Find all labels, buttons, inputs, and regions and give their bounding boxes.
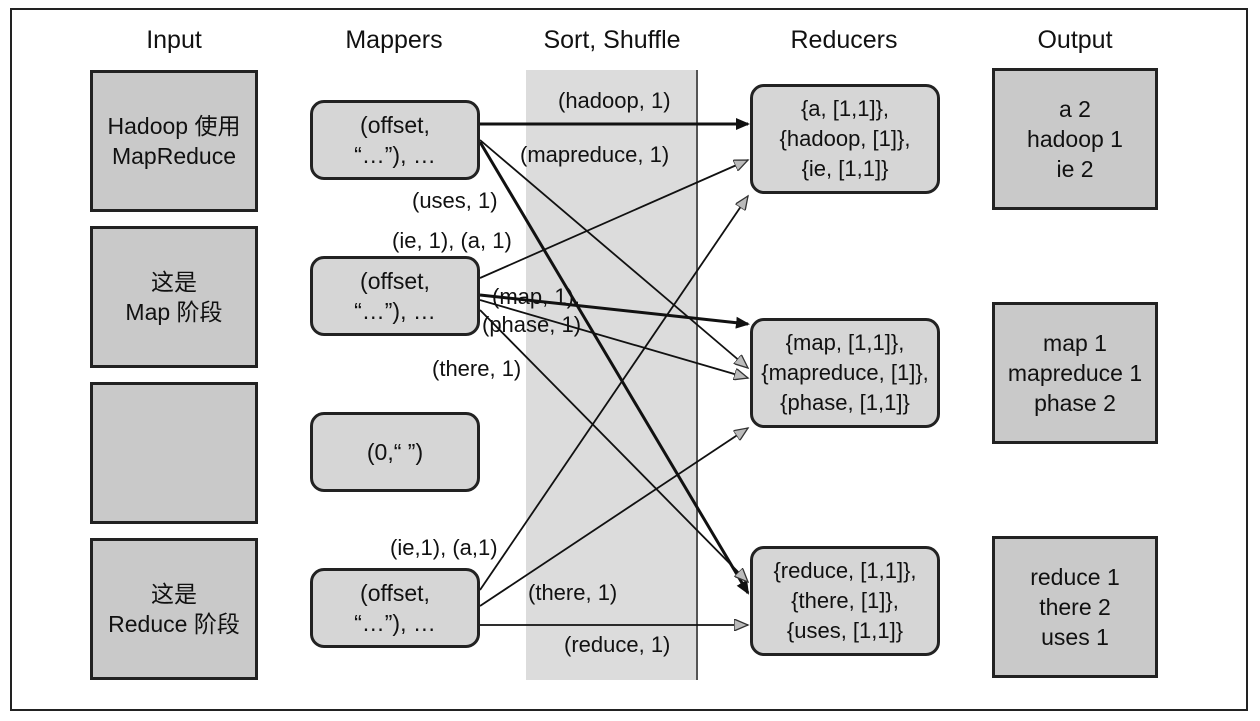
reducer-1-line-1: {a, [1,1]}, [800, 96, 890, 121]
header-output: Output [1037, 26, 1113, 54]
mapper-4-line-1: (offset, [360, 580, 430, 606]
edge-uses [478, 141, 750, 595]
mapper-1-line-1: (offset, [360, 112, 430, 138]
header-mappers: Mappers [345, 26, 443, 54]
edge-map-phase [479, 293, 750, 329]
reducer-1-line-3: {ie, [1,1]} [801, 156, 889, 181]
input-box-3 [90, 382, 258, 524]
output-2-line-3: phase 2 [1034, 390, 1116, 416]
mapper-2-line-2: “…”), … [354, 298, 436, 324]
header-reducers: Reducers [790, 26, 898, 54]
reducer-2-line-1: {map, [1,1]}, [785, 330, 905, 355]
output-3-line-2: there 2 [1039, 594, 1111, 620]
edge-mapreduce [479, 139, 748, 368]
mapper-box-1: (offset, “…”), … [310, 100, 480, 180]
header-shuffle: Sort, Shuffle [543, 26, 681, 54]
sort-shuffle-band [526, 70, 698, 680]
output-box-2: map 1 mapreduce 1 phase 2 [992, 302, 1158, 444]
reducer-3-line-3: {uses, [1,1]} [786, 618, 904, 643]
output-2-line-2: mapreduce 1 [1007, 360, 1143, 386]
input-1-line-1: Hadoop 使用 [107, 113, 241, 139]
input-2-line-1: 这是 [151, 269, 197, 295]
label-phase: (phase, 1) [482, 312, 582, 337]
edge-ie-a-2 [479, 196, 748, 591]
mapper-2-line-1: (offset, [360, 268, 430, 294]
reducer-3-line-2: {there, [1]}, [791, 588, 899, 613]
output-box-3: reduce 1 there 2 uses 1 [992, 536, 1158, 678]
output-3-line-1: reduce 1 [1030, 564, 1120, 590]
input-box-4: 这是 Reduce 阶段 [90, 538, 258, 680]
input-box-1: Hadoop 使用 MapReduce [90, 70, 258, 212]
input-4-line-1: 这是 [151, 581, 197, 607]
reducer-box-3: {reduce, [1,1]}, {there, [1]}, {uses, [1… [750, 546, 940, 656]
edge-there-2 [479, 428, 748, 607]
reducer-2-line-3: {phase, [1,1]} [780, 390, 910, 415]
reducer-3-line-1: {reduce, [1,1]}, [773, 558, 917, 583]
output-2-line-1: map 1 [1043, 330, 1107, 356]
edge-there-1 [479, 309, 748, 582]
output-3-line-3: uses 1 [1041, 624, 1109, 650]
label-reduce: (reduce, 1) [564, 632, 671, 657]
edge-map-phase-2 [479, 299, 748, 378]
edge-ie-a-1 [479, 159, 748, 279]
label-ie-a-1: (ie, 1), (a, 1) [392, 228, 512, 253]
input-box-2: 这是 Map 阶段 [90, 226, 258, 368]
reducer-box-2: {map, [1,1]}, {mapreduce, [1]}, {phase, … [750, 318, 940, 428]
label-hadoop: (hadoop, 1) [558, 88, 671, 113]
mapper-1-line-2: “…”), … [354, 142, 436, 168]
mapper-3-line-1: (0,“ ”) [366, 439, 424, 465]
output-1-line-1: a 2 [1059, 96, 1091, 122]
output-1-line-2: hadoop 1 [1027, 126, 1123, 152]
label-mapreduce: (mapreduce, 1) [520, 142, 670, 167]
label-there-2: (there, 1) [528, 580, 618, 605]
input-1-line-2: MapReduce [111, 143, 237, 169]
mapper-4-line-2: “…”), … [354, 610, 436, 636]
mapper-box-4: (offset, “…”), … [310, 568, 480, 648]
mapper-box-3: (0,“ ”) [310, 412, 480, 492]
reducer-box-1: {a, [1,1]}, {hadoop, [1]}, {ie, [1,1]} [750, 84, 940, 194]
label-there-1: (there, 1) [432, 356, 522, 381]
label-map: (map, 1), [492, 284, 581, 309]
input-2-line-2: Map 阶段 [125, 299, 223, 325]
label-uses: (uses, 1) [412, 188, 498, 213]
mapper-box-2: (offset, “…”), … [310, 256, 480, 336]
reducer-2-line-2: {mapreduce, [1]}, [761, 360, 929, 385]
input-4-line-2: Reduce 阶段 [108, 611, 240, 637]
header-input: Input [146, 26, 202, 54]
label-ie-a-2: (ie,1), (a,1) [390, 535, 498, 560]
output-1-line-3: ie 2 [1056, 156, 1094, 182]
output-box-1: a 2 hadoop 1 ie 2 [992, 68, 1158, 210]
reducer-1-line-2: {hadoop, [1]}, [779, 126, 911, 151]
